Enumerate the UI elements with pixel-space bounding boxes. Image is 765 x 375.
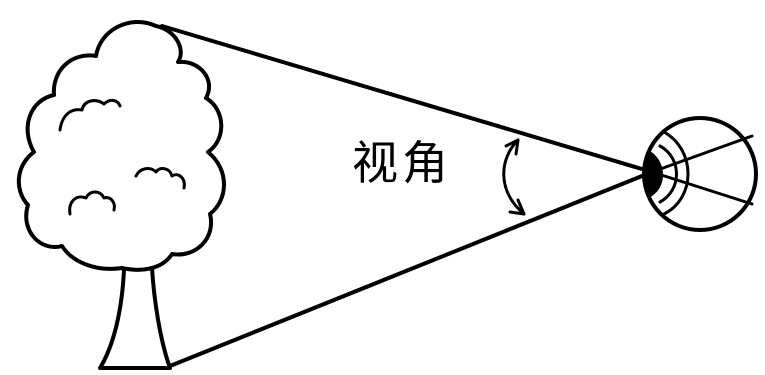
- tree-canopy: [16, 20, 226, 272]
- upper-sight-line: [160, 24, 654, 174]
- canopy-detail-middle: [68, 190, 116, 216]
- canopy-detail-right: [134, 167, 186, 190]
- eye-ray-upper: [650, 134, 754, 174]
- angle-arc: [502, 138, 526, 216]
- eye-lens-outer: [662, 130, 690, 216]
- angle-arrow-bottom: [508, 198, 526, 216]
- angle-arrow-top: [504, 138, 520, 156]
- eye-ray-lower: [650, 170, 754, 206]
- lower-sight-line: [168, 170, 654, 368]
- eye-lens-inner: [658, 144, 678, 204]
- canopy-detail-left: [58, 98, 122, 132]
- visual-angle-label: 视角: [352, 136, 452, 190]
- tree-trunk: [98, 266, 172, 370]
- eye-pupil: [643, 150, 663, 198]
